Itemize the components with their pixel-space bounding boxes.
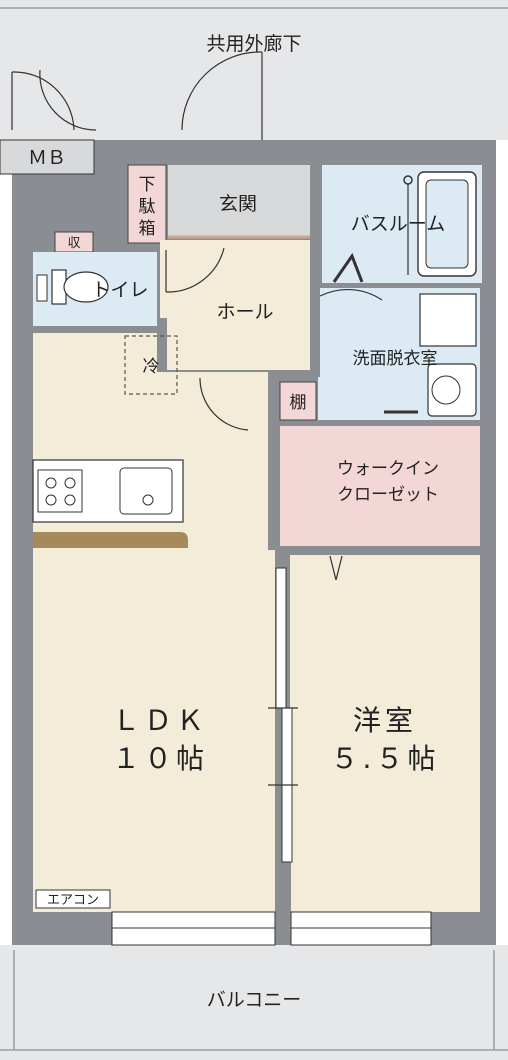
washroom-label: 洗面脱衣室 — [353, 349, 438, 369]
western-room — [290, 555, 480, 912]
shoe-box-label-3: 箱 — [139, 219, 156, 239]
toilet-label: トイレ — [91, 279, 148, 301]
mb-box — [0, 139, 95, 175]
shoe-box-label-1: 下 — [139, 175, 156, 195]
aircon-unit — [35, 889, 111, 909]
wic-label-1: ウォークイン — [337, 459, 439, 479]
balcony-windows — [111, 911, 432, 946]
washbasin — [427, 363, 477, 417]
western-room-label-2: ５.５帖 — [331, 742, 440, 775]
washing-machine — [419, 293, 477, 347]
storage-label: 収 — [67, 236, 80, 251]
shoe-box — [127, 164, 167, 244]
toilet-bowl — [63, 271, 109, 303]
corridor-area — [0, 0, 508, 140]
shelf — [279, 381, 317, 421]
stove — [37, 469, 83, 513]
aircon-label: エアコン — [47, 893, 99, 908]
genkan-floor — [168, 165, 310, 237]
balcony-area — [0, 945, 508, 1060]
wic-room — [280, 426, 480, 546]
corridor-doors — [11, 51, 383, 581]
hall-floor — [160, 240, 310, 370]
kitchen-bar — [33, 532, 188, 548]
hall-label: ホール — [216, 301, 273, 323]
kitchen-sink — [119, 467, 173, 515]
fridge-space — [124, 335, 178, 395]
bathroom-label: バスルーム — [351, 213, 445, 235]
ldk-label-2: １０帖 — [112, 742, 208, 775]
corridor-label: 共用外廊下 — [206, 33, 301, 55]
ldk-label-1: ＬＤＫ — [112, 704, 208, 737]
balcony-label: バルコニー — [207, 989, 302, 1011]
shoe-box-label-2: 駄 — [139, 197, 156, 217]
fridge-label: 冷 — [143, 357, 160, 377]
shelf-label: 棚 — [290, 393, 307, 413]
mb-label: ＭＢ — [28, 147, 66, 169]
western-room-label-1: 洋室 — [353, 704, 417, 737]
sliding-door — [268, 567, 298, 863]
wic-label-2: クローゼット — [337, 485, 439, 505]
ldk-floor — [33, 333, 275, 912]
genkan-label: 玄関 — [219, 193, 257, 215]
